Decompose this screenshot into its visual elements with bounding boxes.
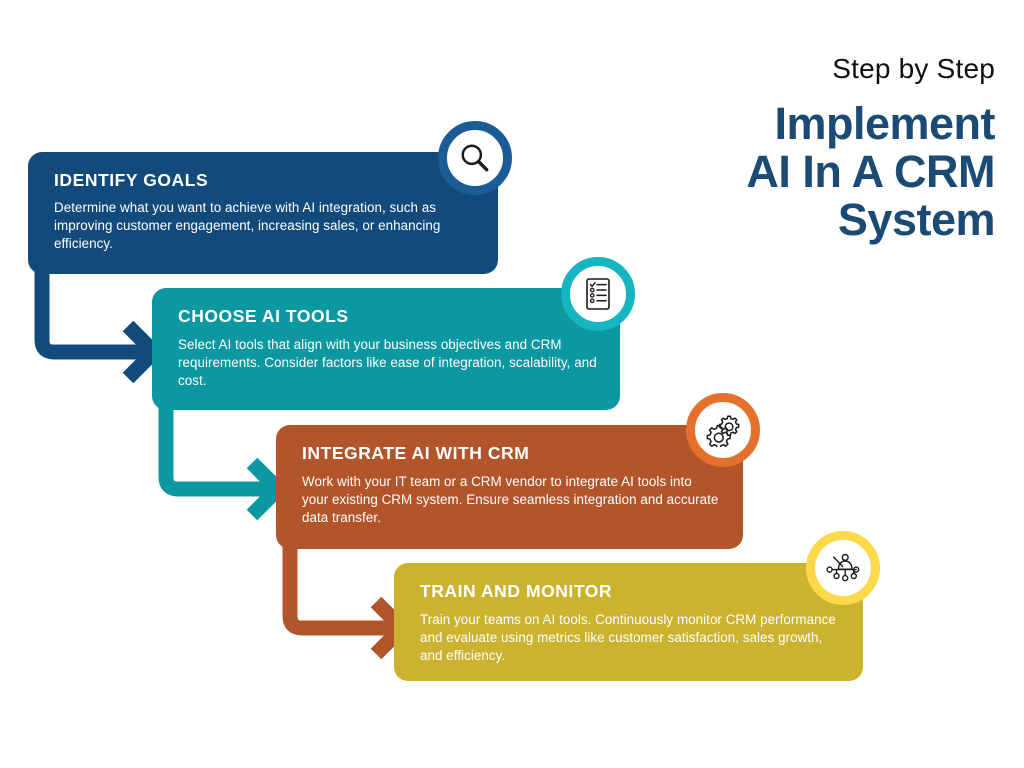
heading-block: Step by Step Implement AI In A CRM Syste…: [575, 52, 995, 244]
network-person-icon: [825, 551, 861, 585]
step-card-train-and-monitor[interactable]: TRAIN AND MONITOR Train your teams on AI…: [394, 563, 863, 681]
step-card-title: INTEGRATE AI WITH CRM: [302, 443, 530, 463]
step-card-identify-goals[interactable]: IDENTIFY GOALS Determine what you want t…: [28, 152, 498, 274]
step-card-title: CHOOSE AI TOOLS: [178, 306, 349, 326]
connector-path-1: [34, 260, 146, 360]
step-card-body: Select AI tools that align with your bus…: [178, 337, 597, 388]
page-title: Implement AI In A CRM System: [575, 97, 996, 245]
step-card-body: Work with your IT team or a CRM vendor t…: [302, 474, 719, 525]
gears-icon: [705, 413, 741, 447]
step-badge-1: [438, 121, 512, 195]
eyebrow-text: Step by Step: [832, 53, 995, 84]
step-card-choose-ai-tools[interactable]: CHOOSE AI TOOLS Select AI tools that ali…: [152, 288, 620, 410]
step-card-title: IDENTIFY GOALS: [54, 170, 209, 190]
connector-path-2: [158, 397, 270, 497]
step-badge-3: [686, 393, 760, 467]
step-card-integrate-ai-with-crm[interactable]: INTEGRATE AI WITH CRM Work with your IT …: [276, 425, 743, 549]
step-badge-2: [561, 257, 635, 331]
checklist-icon: [582, 277, 614, 311]
page-title-line-1: Implement: [774, 97, 995, 149]
page-title-line-2: AI In A CRM: [746, 145, 995, 197]
magnifier-icon: [458, 141, 492, 175]
step-card-body: Train your teams on AI tools. Continuous…: [420, 612, 836, 663]
step-badge-4: [806, 531, 880, 605]
step-card-body: Determine what you want to achieve with …: [54, 200, 441, 251]
step-card-title: TRAIN AND MONITOR: [420, 581, 613, 601]
page-title-line-3: System: [837, 193, 996, 245]
connector-path-3: [282, 536, 394, 636]
